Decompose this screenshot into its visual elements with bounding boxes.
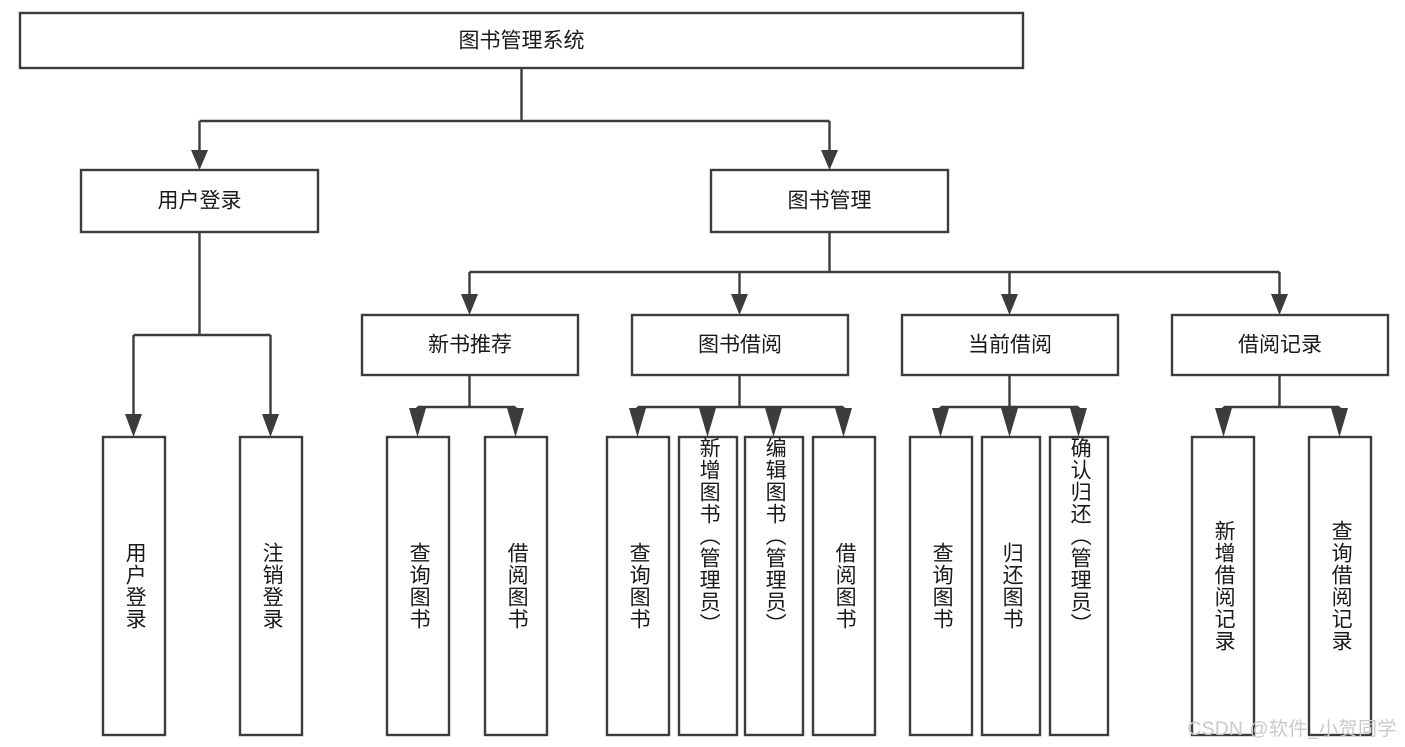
leaf-box-user-login-2[interactable]: [238, 435, 304, 737]
leaf-box-user-login-1[interactable]: [101, 435, 167, 737]
node-user-login[interactable]: 用户登录: [79, 168, 320, 234]
node-book-borrow[interactable]: 图书借阅: [630, 313, 850, 377]
leaf-box-book-borrow-1[interactable]: [605, 435, 671, 737]
arrow-head-leaf-currentborrow-2: [1001, 408, 1018, 437]
arrow-head-bookmgmt: [821, 150, 838, 170]
leaf-box-book-borrow-3[interactable]: [743, 435, 805, 737]
node-book-borrow-label: 图书借阅: [698, 334, 782, 357]
node-borrow-record-label: 借阅记录: [1238, 334, 1322, 357]
connector-group-root: [191, 68, 838, 170]
leaf-box-current-borrow-3[interactable]: [1048, 435, 1110, 737]
arrow-head-leaf-newbook-1: [409, 408, 426, 437]
connector-group-borrowrecord-leaves: [1215, 375, 1348, 437]
arrow-head-leaf-currentborrow-1: [932, 408, 949, 437]
node-borrow-record[interactable]: 借阅记录: [1170, 313, 1390, 377]
watermark: CSDN @软件_小贺同学: [1187, 719, 1397, 740]
node-current-borrow-label: 当前借阅: [968, 334, 1052, 357]
connector-group-userlogin: [125, 232, 279, 437]
node-current-borrow-box[interactable]: [900, 313, 1120, 377]
node-book-management-label: 图书管理: [788, 190, 872, 213]
arrow-head-userlogin: [191, 150, 208, 170]
leaf-box-current-borrow-2[interactable]: [980, 435, 1042, 737]
leaf-box-current-borrow-1[interactable]: [908, 435, 974, 737]
leaf-box-book-borrow-2[interactable]: [677, 435, 739, 737]
arrow-head-newbook: [461, 294, 478, 315]
arrow-head-leaf-currentborrow-3: [1070, 408, 1087, 437]
connector-group-newbook-leaves: [409, 375, 524, 437]
arrow-head-leaf-userlogin-2: [262, 414, 279, 437]
node-current-borrow[interactable]: 当前借阅: [900, 313, 1120, 377]
node-new-book-recommend-box[interactable]: [360, 313, 580, 377]
node-new-book-recommend[interactable]: 新书推荐: [360, 313, 580, 377]
connector-group-bookborrow-leaves: [629, 375, 852, 437]
arrow-head-leaf-borrowrecord-2: [1331, 408, 1348, 437]
node-borrow-record-box[interactable]: [1170, 313, 1390, 377]
node-root-box[interactable]: [18, 11, 1025, 70]
leaf-box-borrow-record-1[interactable]: [1190, 435, 1256, 737]
connector-group-currentborrow-leaves: [932, 375, 1087, 437]
node-new-book-recommend-label: 新书推荐: [428, 334, 512, 357]
leaf-box-book-borrow-4[interactable]: [811, 435, 877, 737]
node-user-login-box[interactable]: [79, 168, 320, 234]
leaf-box-new-book-1[interactable]: [385, 435, 451, 737]
leaf-box-new-book-2[interactable]: [483, 435, 549, 737]
arrow-head-leaf-bookborrow-2: [699, 408, 716, 437]
arrow-head-leaf-bookborrow-1: [629, 408, 646, 437]
leaf-box-borrow-record-2[interactable]: [1307, 435, 1373, 737]
leaf-boxes: [101, 435, 1373, 737]
arrow-head-leaf-userlogin-1: [125, 414, 142, 437]
arrow-head-leaf-newbook-2: [507, 408, 524, 437]
node-book-management-box[interactable]: [709, 168, 950, 234]
arrow-head-currentborrow: [1001, 294, 1018, 315]
arrow-head-leaf-bookborrow-4: [835, 408, 852, 437]
connector-group-bookmgmt: [461, 232, 1288, 315]
node-book-management[interactable]: 图书管理: [709, 168, 950, 234]
arrow-head-bookborrow: [731, 294, 748, 315]
node-root[interactable]: 图书管理系统: [18, 11, 1025, 70]
node-user-login-label: 用户登录: [158, 190, 242, 213]
node-root-label: 图书管理系统: [459, 30, 585, 53]
node-book-borrow-box[interactable]: [630, 313, 850, 377]
arrow-head-leaf-borrowrecord-1: [1215, 408, 1232, 437]
arrow-head-leaf-bookborrow-3: [765, 408, 782, 437]
arrow-head-borrowrecord: [1271, 294, 1288, 315]
